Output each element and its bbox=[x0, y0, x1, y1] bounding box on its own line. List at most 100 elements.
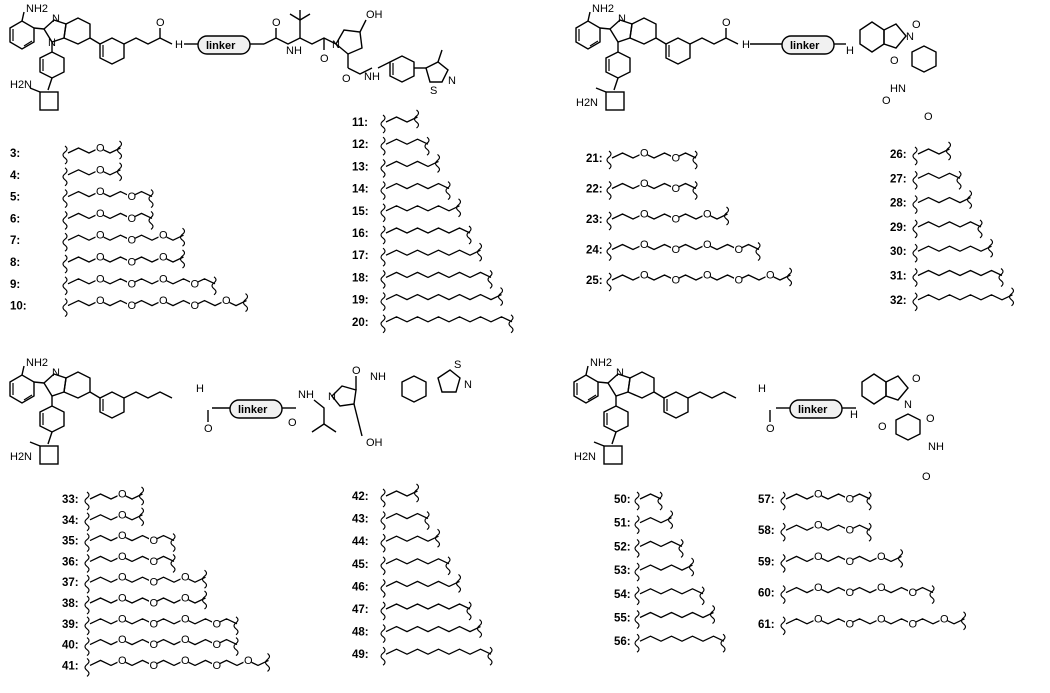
chain-bonds bbox=[639, 635, 725, 642]
compound-number: 45: bbox=[352, 559, 369, 571]
linker-chain-row: 14: bbox=[352, 181, 451, 201]
compound-number: 51: bbox=[614, 518, 631, 530]
chain-bonds bbox=[89, 534, 175, 542]
ether-oxygen: O bbox=[846, 525, 855, 537]
chain-bonds bbox=[639, 540, 683, 548]
chain-bonds bbox=[385, 249, 481, 256]
ether-oxygen: O bbox=[640, 178, 649, 190]
ether-oxygen: O bbox=[159, 295, 168, 307]
ether-oxygen: O bbox=[150, 618, 159, 630]
carbonyl-o-4: O bbox=[342, 73, 351, 85]
linker-chain-row: 15: bbox=[352, 198, 462, 223]
amine-alt-label: H2N bbox=[10, 79, 32, 91]
core-structure-crbn-urea: NH2 H2N N H O linker H O O N O NH O bbox=[573, 357, 944, 483]
ether-oxygen: O bbox=[128, 278, 137, 290]
linker-chain-row: 42: bbox=[352, 483, 420, 508]
compound-number: 47: bbox=[352, 604, 369, 616]
amine-alt-label: H2N bbox=[574, 451, 596, 463]
chain-bonds bbox=[385, 625, 481, 633]
compound-number: 42: bbox=[352, 491, 369, 503]
compound-number: 52: bbox=[614, 541, 631, 553]
linker-chain-row: 51: bbox=[614, 510, 674, 535]
compound-number: 57: bbox=[758, 494, 775, 506]
chain-bonds bbox=[385, 138, 429, 145]
imidazole-n-label: N bbox=[616, 367, 624, 379]
chain-bonds bbox=[917, 245, 992, 252]
chain-bonds bbox=[385, 182, 450, 190]
chain-bonds bbox=[917, 172, 961, 180]
nh-label-2: NH bbox=[370, 371, 386, 383]
carbonyl-o: O bbox=[722, 17, 731, 29]
imide-o-2: O bbox=[890, 55, 899, 67]
pyrrolidine-n: N bbox=[332, 39, 340, 51]
ether-oxygen: O bbox=[703, 239, 712, 251]
ether-oxygen: O bbox=[672, 275, 681, 287]
linker-pill bbox=[229, 399, 283, 419]
hydroxyl-label: OH bbox=[366, 437, 383, 449]
linker-chain-row: 44: bbox=[352, 528, 441, 553]
ether-oxygen: O bbox=[181, 634, 190, 646]
nh-label: NH bbox=[298, 389, 314, 401]
ether-oxygen: O bbox=[877, 613, 886, 625]
ether-oxygen: O bbox=[181, 655, 190, 667]
linker-chain-row: 20: bbox=[352, 314, 514, 334]
compound-number: 46: bbox=[352, 581, 369, 593]
linker-chain-row: 28: bbox=[890, 190, 973, 215]
compound-number: 37: bbox=[62, 577, 79, 589]
ether-oxygen: O bbox=[213, 639, 222, 651]
ether-oxygen: O bbox=[703, 270, 712, 282]
ether-oxygen: O bbox=[846, 618, 855, 630]
ether-oxygen: O bbox=[672, 153, 681, 165]
ether-oxygen: O bbox=[909, 587, 918, 599]
linker-label: linker bbox=[790, 40, 820, 52]
linker-pill bbox=[781, 35, 835, 55]
chain-bonds bbox=[385, 648, 492, 655]
compound-number: 33: bbox=[62, 494, 79, 506]
chain-bonds bbox=[385, 116, 418, 123]
ether-oxygen: O bbox=[118, 593, 127, 605]
compound-number: 54: bbox=[614, 589, 631, 601]
compound-number: 25: bbox=[586, 275, 603, 287]
urea-nh: H bbox=[196, 383, 204, 395]
imide-o: O bbox=[912, 19, 921, 31]
compound-number: 16: bbox=[352, 228, 369, 240]
ether-oxygen: O bbox=[672, 244, 681, 256]
linker-chain-row: 19: bbox=[352, 287, 504, 312]
ether-oxygen: O bbox=[150, 577, 159, 589]
ether-oxygen: O bbox=[118, 551, 127, 563]
compound-number: 12: bbox=[352, 139, 369, 151]
ether-oxygen: O bbox=[159, 252, 168, 264]
linker-chain-row: 50: bbox=[614, 491, 663, 511]
ether-oxygen: O bbox=[940, 613, 949, 625]
ether-oxygen: O bbox=[128, 191, 137, 203]
chain-bonds bbox=[785, 618, 965, 625]
linker-chain-row: 12: bbox=[352, 136, 430, 156]
carbonyl-o-2: O bbox=[272, 17, 281, 29]
chain-bonds bbox=[67, 190, 153, 198]
linker-chain-row: 32: bbox=[890, 287, 1015, 312]
linker-pill bbox=[197, 35, 251, 55]
linker-chain-row: 18: bbox=[352, 269, 493, 289]
linker-chain-row: 17: bbox=[352, 242, 483, 267]
compound-number: 34: bbox=[62, 515, 79, 527]
imidazole-n-label: N bbox=[618, 13, 626, 25]
compound-number: 35: bbox=[62, 536, 79, 548]
aniline-nh: H bbox=[846, 45, 854, 57]
amine-label: NH2 bbox=[26, 3, 48, 15]
nh-label-2: NH bbox=[364, 71, 380, 83]
thiazole-n: N bbox=[448, 75, 456, 87]
chain-bonds bbox=[785, 493, 871, 500]
ether-oxygen: O bbox=[150, 535, 159, 547]
ether-oxygen: O bbox=[96, 186, 105, 198]
ether-oxygen: O bbox=[640, 270, 649, 282]
